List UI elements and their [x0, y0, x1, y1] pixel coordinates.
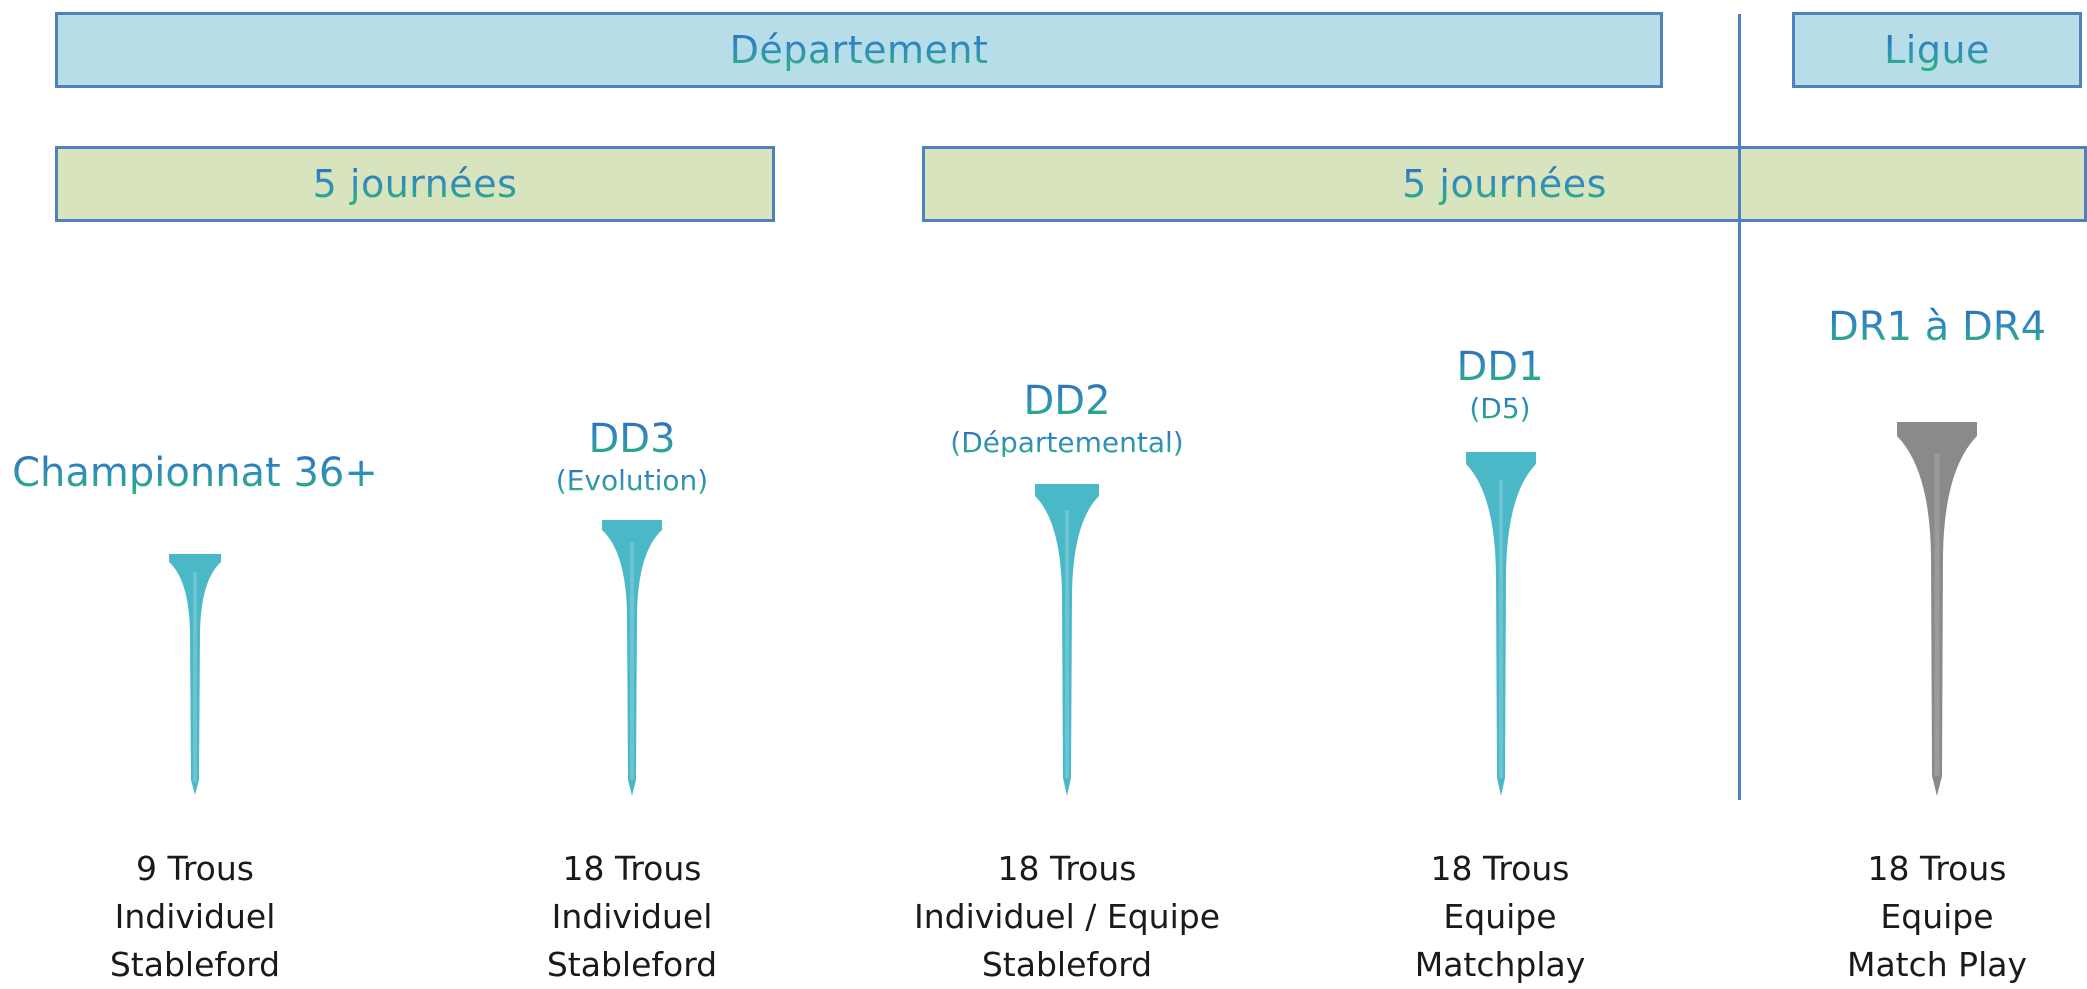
- level-subtitle: (Départemental): [857, 428, 1277, 458]
- level-subtitle: (D5): [1290, 394, 1710, 424]
- tee-shape: [1466, 452, 1536, 796]
- departement-banner: Département: [55, 12, 1663, 88]
- tee-shape: [1035, 484, 1099, 796]
- golf-tee-icon: [602, 520, 662, 796]
- journees-banner-left: 5 journées: [55, 146, 775, 222]
- desc-line-scoring: Matchplay: [1414, 945, 1586, 984]
- journees-label-left: 5 journées: [312, 162, 518, 206]
- desc-line-holes: 18 Trous: [997, 849, 1137, 888]
- desc-line-holes: 9 Trous: [136, 849, 254, 888]
- level-championnat-36: Championnat 36+: [0, 452, 405, 494]
- desc-line-holes: 18 Trous: [1430, 849, 1570, 888]
- level-name: DD1: [1290, 346, 1710, 388]
- desc-line-format: Equipe: [1880, 897, 1994, 936]
- desc-line-format: Individuel / Equipe: [913, 897, 1221, 936]
- golf-tee-icon: [1035, 484, 1099, 796]
- tee-shape: [169, 554, 221, 795]
- desc-line-scoring: Stableford: [981, 945, 1153, 984]
- level-dd3: DD3 (Evolution): [422, 418, 842, 495]
- journees-banner-right: 5 journées: [922, 146, 2087, 222]
- desc-line-scoring: Stableford: [109, 945, 281, 984]
- level-name: DR1 à DR4: [1727, 306, 2087, 348]
- desc-line-scoring: Stableford: [546, 945, 718, 984]
- level-subtitle: (Evolution): [422, 466, 842, 496]
- level-name: Championnat 36+: [0, 452, 405, 494]
- level-dd1: DD1 (D5): [1290, 346, 1710, 423]
- desc-line-format: Equipe: [1443, 897, 1557, 936]
- desc-line-format: Individuel: [114, 897, 276, 936]
- desc-dd1: 18 Trous Equipe Matchplay: [1290, 845, 1710, 989]
- desc-dr1-dr4: 18 Trous Equipe Match Play: [1727, 845, 2087, 989]
- level-dd2: DD2 (Départemental): [857, 380, 1277, 457]
- tee-shape: [1897, 422, 1977, 796]
- desc-line-format: Individuel: [551, 897, 713, 936]
- desc-line-holes: 18 Trous: [1867, 849, 2007, 888]
- golf-tee-icon: [1897, 422, 1977, 796]
- desc-dd3: 18 Trous Individuel Stableford: [422, 845, 842, 989]
- desc-championnat-36: 9 Trous Individuel Stableford: [0, 845, 405, 989]
- golf-tee-icon: [1466, 452, 1536, 796]
- journees-label-right: 5 journées: [1402, 162, 1607, 206]
- desc-dd2: 18 Trous Individuel / Equipe Stableford: [857, 845, 1277, 989]
- level-dr1-dr4: DR1 à DR4: [1727, 306, 2087, 348]
- departement-label: Département: [729, 28, 989, 72]
- desc-line-holes: 18 Trous: [562, 849, 702, 888]
- ligue-label: Ligue: [1884, 28, 1990, 72]
- golf-tee-icon: [169, 554, 221, 795]
- desc-line-scoring: Match Play: [1846, 945, 2027, 984]
- divider-line: [1738, 14, 1741, 800]
- tee-shape: [602, 520, 662, 796]
- level-name: DD3: [422, 418, 842, 460]
- level-name: DD2: [857, 380, 1277, 422]
- ligue-banner: Ligue: [1792, 12, 2082, 88]
